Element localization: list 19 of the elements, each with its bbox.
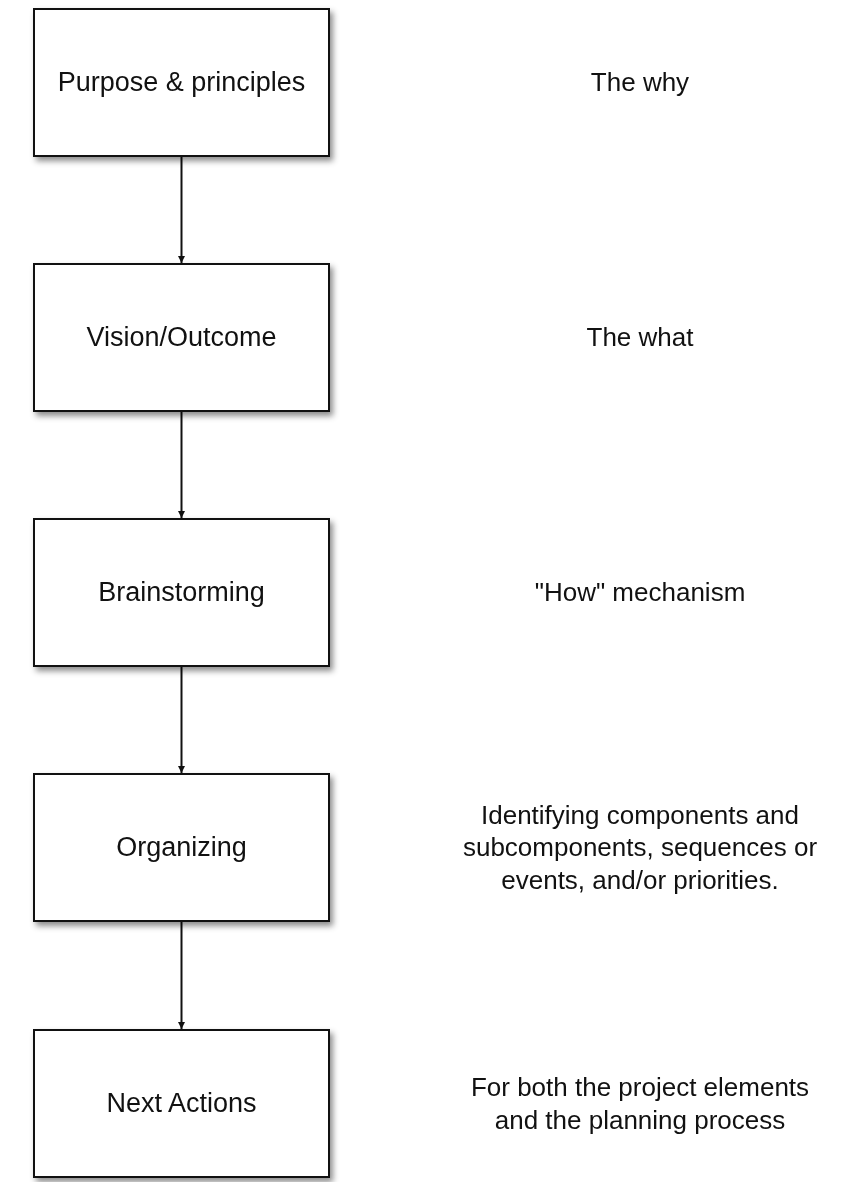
process-box bbox=[33, 8, 330, 157]
box-label: Organizing bbox=[116, 830, 247, 864]
arrow bbox=[178, 156, 185, 264]
process-box bbox=[33, 518, 330, 667]
description-text: "How" mechanism bbox=[533, 576, 747, 610]
box-label: Vision/Outcome bbox=[86, 320, 277, 354]
description-text: The why bbox=[589, 66, 691, 100]
process-box bbox=[33, 263, 330, 412]
description-text: Identifying components and subcomponents, sequences or events, and/or priorities. bbox=[461, 798, 819, 897]
arrow bbox=[178, 921, 185, 1030]
box-label: Brainstorming bbox=[98, 575, 265, 609]
arrow bbox=[178, 666, 185, 774]
process-box bbox=[33, 773, 330, 922]
arrow bbox=[178, 411, 185, 519]
description-text: For both the project elements and the planning process bbox=[469, 1071, 811, 1137]
description-text: The what bbox=[585, 321, 695, 355]
process-box bbox=[33, 1029, 330, 1178]
box-label: Purpose & principles bbox=[57, 65, 306, 99]
box-label: Next Actions bbox=[106, 1086, 257, 1120]
